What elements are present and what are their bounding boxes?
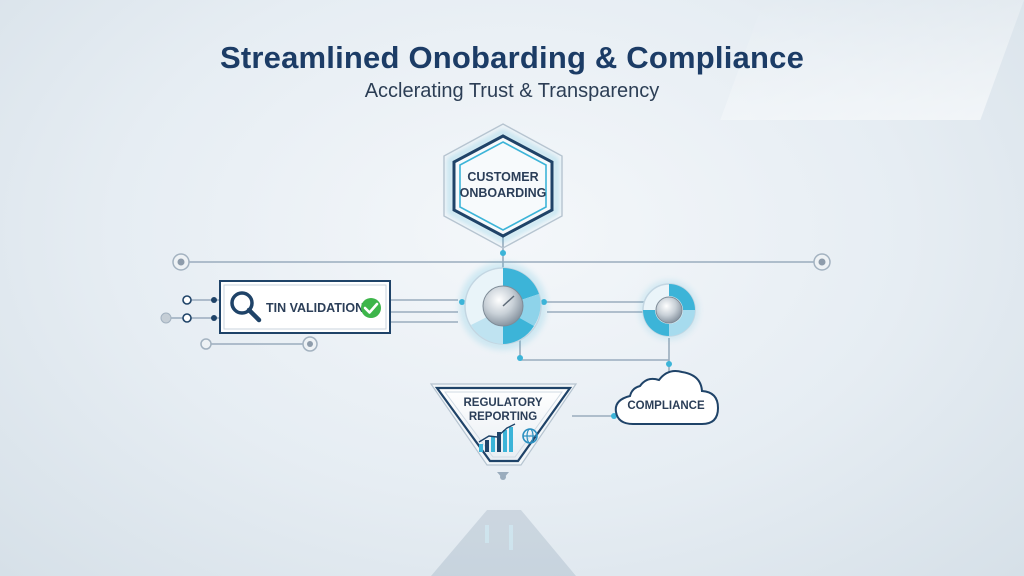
page-subtitle: Acclerating Trust & Transparency <box>364 80 660 102</box>
customer-onboarding-label-line2: ONBOARDING <box>460 186 547 200</box>
globe-icon <box>522 428 538 444</box>
regulatory-reporting-label-line1: REGULATORY <box>463 397 542 409</box>
tin-validation-label: TIN VALIDATION <box>266 301 364 315</box>
regulatory-reporting-label-line2: REPORTING <box>469 411 537 423</box>
central-hub-gauge[interactable] <box>459 262 547 350</box>
tin-validation-node[interactable]: TIN VALIDATION <box>219 280 391 334</box>
customer-onboarding-node[interactable]: CUSTOMER ONBOARDING <box>443 123 563 249</box>
compliance-label: COMPLIANCE <box>627 400 705 412</box>
magnifier-icon <box>230 291 262 323</box>
regulatory-reporting-node[interactable]: REGULATORY REPORTING <box>429 383 578 479</box>
bar-chart-icon <box>478 423 516 452</box>
customer-onboarding-label-line1: CUSTOMER <box>467 170 538 184</box>
floor-reflection <box>431 510 576 576</box>
secondary-hub-gauge[interactable] <box>639 280 699 340</box>
page-title: Streamlined Onobarding & Compliance <box>219 40 805 75</box>
checkmark-icon <box>361 298 381 318</box>
compliance-node[interactable]: COMPLIANCE <box>614 370 720 425</box>
